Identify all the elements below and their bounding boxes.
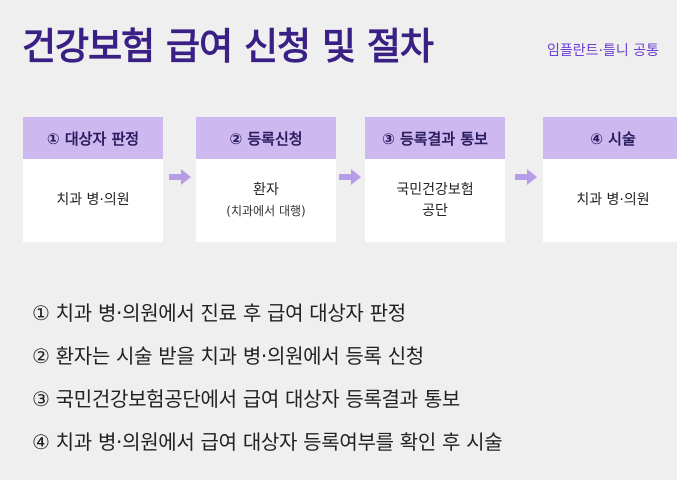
step-body-2: 환자 (치과에서 대행) [196, 159, 336, 242]
step-body-4: 치과 병·의원 [543, 159, 677, 242]
step-card-1: ① 대상자 판정 치과 병·의원 [23, 117, 163, 242]
step-card-4: ④ 시술 치과 병·의원 [543, 117, 677, 242]
step-header-3: ③ 등록결과 통보 [365, 117, 505, 159]
list-item: ③ 국민건강보험공단에서 급여 대상자 등록결과 통보 [32, 387, 461, 411]
header: 건강보험 급여 신청 및 절차 임플란트·틀니 공통 [22, 14, 659, 70]
step-text-4: 치과 병·의원 [576, 192, 650, 208]
step-subtext-2: (치과에서 대행) [226, 203, 306, 218]
step-text-1: 치과 병·의원 [56, 192, 130, 208]
step-header-1: ① 대상자 판정 [23, 117, 163, 159]
step-header-2: ② 등록신청 [196, 117, 336, 159]
arrow-right-icon [339, 169, 361, 185]
step-card-3: ③ 등록결과 통보 국민건강보험 공단 [365, 117, 505, 242]
step-subtext-3: 공단 [422, 202, 448, 219]
step-header-4: ④ 시술 [543, 117, 677, 159]
step-text-3: 국민건강보험 [396, 181, 474, 198]
procedure-list: ① 치과 병·의원에서 진료 후 급여 대상자 판정 ② 환자는 시술 받을 치… [32, 298, 652, 470]
list-item: ② 환자는 시술 받을 치과 병·의원에서 등록 신청 [32, 344, 424, 368]
process-steps: ① 대상자 판정 치과 병·의원 ② 등록신청 환자 (치과에서 대행) ③ 등… [23, 117, 677, 242]
step-body-1: 치과 병·의원 [23, 159, 163, 242]
step-text-2: 환자 [253, 181, 279, 198]
step-body-3: 국민건강보험 공단 [365, 159, 505, 242]
page-subtitle: 임플란트·틀니 공통 [547, 43, 659, 59]
step-card-2: ② 등록신청 환자 (치과에서 대행) [196, 117, 336, 242]
arrow-right-icon [515, 169, 537, 185]
page-title: 건강보험 급여 신청 및 절차 [22, 25, 434, 68]
list-item: ④ 치과 병·의원에서 급여 대상자 등록여부를 확인 후 시술 [32, 430, 503, 454]
list-item: ① 치과 병·의원에서 진료 후 급여 대상자 판정 [32, 301, 406, 325]
arrow-right-icon [169, 169, 191, 185]
